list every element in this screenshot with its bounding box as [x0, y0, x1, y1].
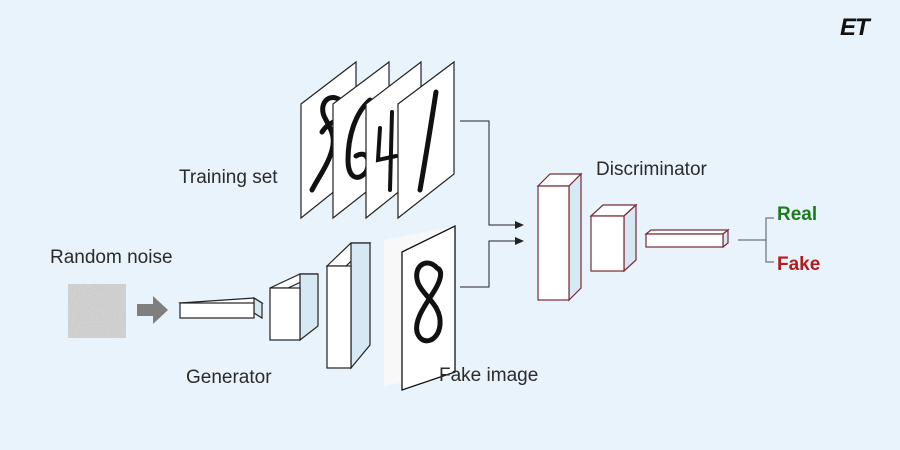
et-logo: ET: [840, 14, 870, 41]
discriminator-layer-2: [589, 203, 638, 273]
fake-image-card: [384, 224, 456, 391]
discriminator-layer-3: [644, 228, 730, 249]
noise-image: [68, 284, 126, 338]
generator-layer-3: [325, 242, 372, 370]
generator-label: Generator: [186, 367, 272, 388]
training-card-4: [397, 60, 455, 220]
generator-layer-1: [178, 296, 264, 320]
output-bracket: [738, 217, 774, 263]
generator-layer-2: [269, 273, 319, 342]
discriminator-label: Discriminator: [596, 159, 707, 180]
fake-image-label: Fake image: [439, 365, 539, 386]
random-noise-label: Random noise: [50, 247, 173, 268]
discriminator-layer-1: [536, 172, 583, 302]
training-set-label: Training set: [179, 167, 278, 188]
fake-output-label: Fake: [777, 254, 821, 275]
real-output-label: Real: [777, 204, 818, 225]
input-arrow: [137, 296, 168, 324]
connector-lines: [460, 120, 524, 288]
